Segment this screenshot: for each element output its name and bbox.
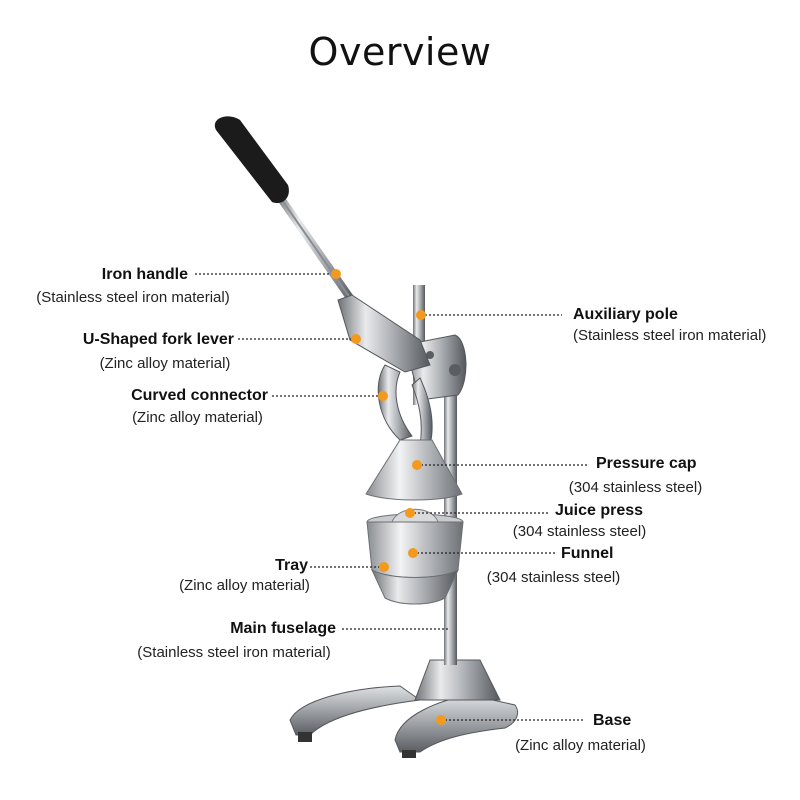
marker-dot <box>379 562 389 572</box>
marker-dot <box>412 460 422 470</box>
part-name: Iron handle <box>101 266 188 283</box>
marker-dot <box>436 715 446 725</box>
part-name: Funnel <box>561 545 614 562</box>
label-fork-lever-material: (Zinc alloy material) <box>85 355 245 372</box>
label-base-material: (Zinc alloy material) <box>503 737 658 754</box>
label-main-fuselage-material: (Stainless steel iron material) <box>128 644 340 661</box>
marker-dots <box>331 269 446 725</box>
marker-dot <box>331 269 341 279</box>
part-material: (Zinc alloy material) <box>179 577 310 594</box>
label-iron-handle-material: (Stainless steel iron material) <box>28 289 238 306</box>
part-name: Pressure cap <box>596 455 697 472</box>
marker-dot <box>416 310 426 320</box>
label-fork-lever: U-Shaped fork lever <box>83 331 234 349</box>
label-auxiliary-pole-material: (Stainless steel iron material) <box>573 327 766 344</box>
label-iron-handle: Iron handle <box>102 266 188 284</box>
part-material: (Zinc alloy material) <box>515 737 646 754</box>
part-name: Main fuselage <box>230 620 336 637</box>
juice-press <box>391 508 439 523</box>
label-funnel: Funnel <box>561 545 613 563</box>
label-tray-material: (Zinc alloy material) <box>167 577 322 594</box>
handle-grip <box>214 116 289 204</box>
marker-dot <box>351 334 361 344</box>
part-material: (Stainless steel iron material) <box>137 644 331 661</box>
leader-lines <box>195 273 588 721</box>
pressure-cap <box>365 439 463 501</box>
curved-connector <box>377 364 413 441</box>
part-material: (Zinc alloy material) <box>132 409 263 426</box>
label-pressure-cap: Pressure cap <box>596 455 697 473</box>
part-name: Juice press <box>555 502 644 519</box>
marker-dot <box>408 548 418 558</box>
part-material: (304 stainless steel) <box>486 569 621 586</box>
part-name: Curved connector <box>131 387 268 404</box>
part-name: Auxiliary pole <box>573 306 678 323</box>
marker-dot <box>378 391 388 401</box>
label-curved-connector: Curved connector <box>131 387 268 405</box>
part-name: U-Shaped fork lever <box>82 331 234 348</box>
label-funnel-material: (304 stainless steel) <box>476 569 631 586</box>
label-pressure-cap-material: (304 stainless steel) <box>558 479 713 496</box>
base <box>289 659 518 758</box>
part-material: (Stainless steel iron material) <box>36 289 230 306</box>
label-juice-press-material: (304 stainless steel) <box>502 523 657 540</box>
marker-dot <box>405 508 415 518</box>
tray <box>370 568 460 605</box>
label-main-fuselage: Main fuselage <box>230 620 336 638</box>
fork-lever <box>337 294 431 373</box>
part-material: (304 stainless steel) <box>512 523 647 540</box>
label-tray: Tray <box>275 557 308 575</box>
label-juice-press: Juice press <box>555 502 643 520</box>
part-material: (304 stainless steel) <box>568 479 703 496</box>
label-auxiliary-pole: Auxiliary pole <box>573 306 678 324</box>
part-name: Tray <box>275 557 308 574</box>
page-title: Overview <box>308 30 492 74</box>
part-material: (Stainless steel iron material) <box>573 327 767 344</box>
part-name: Base <box>593 712 632 729</box>
label-curved-connector-material: (Zinc alloy material) <box>120 409 275 426</box>
part-material: (Zinc alloy material) <box>99 355 231 372</box>
label-base: Base <box>593 712 631 730</box>
